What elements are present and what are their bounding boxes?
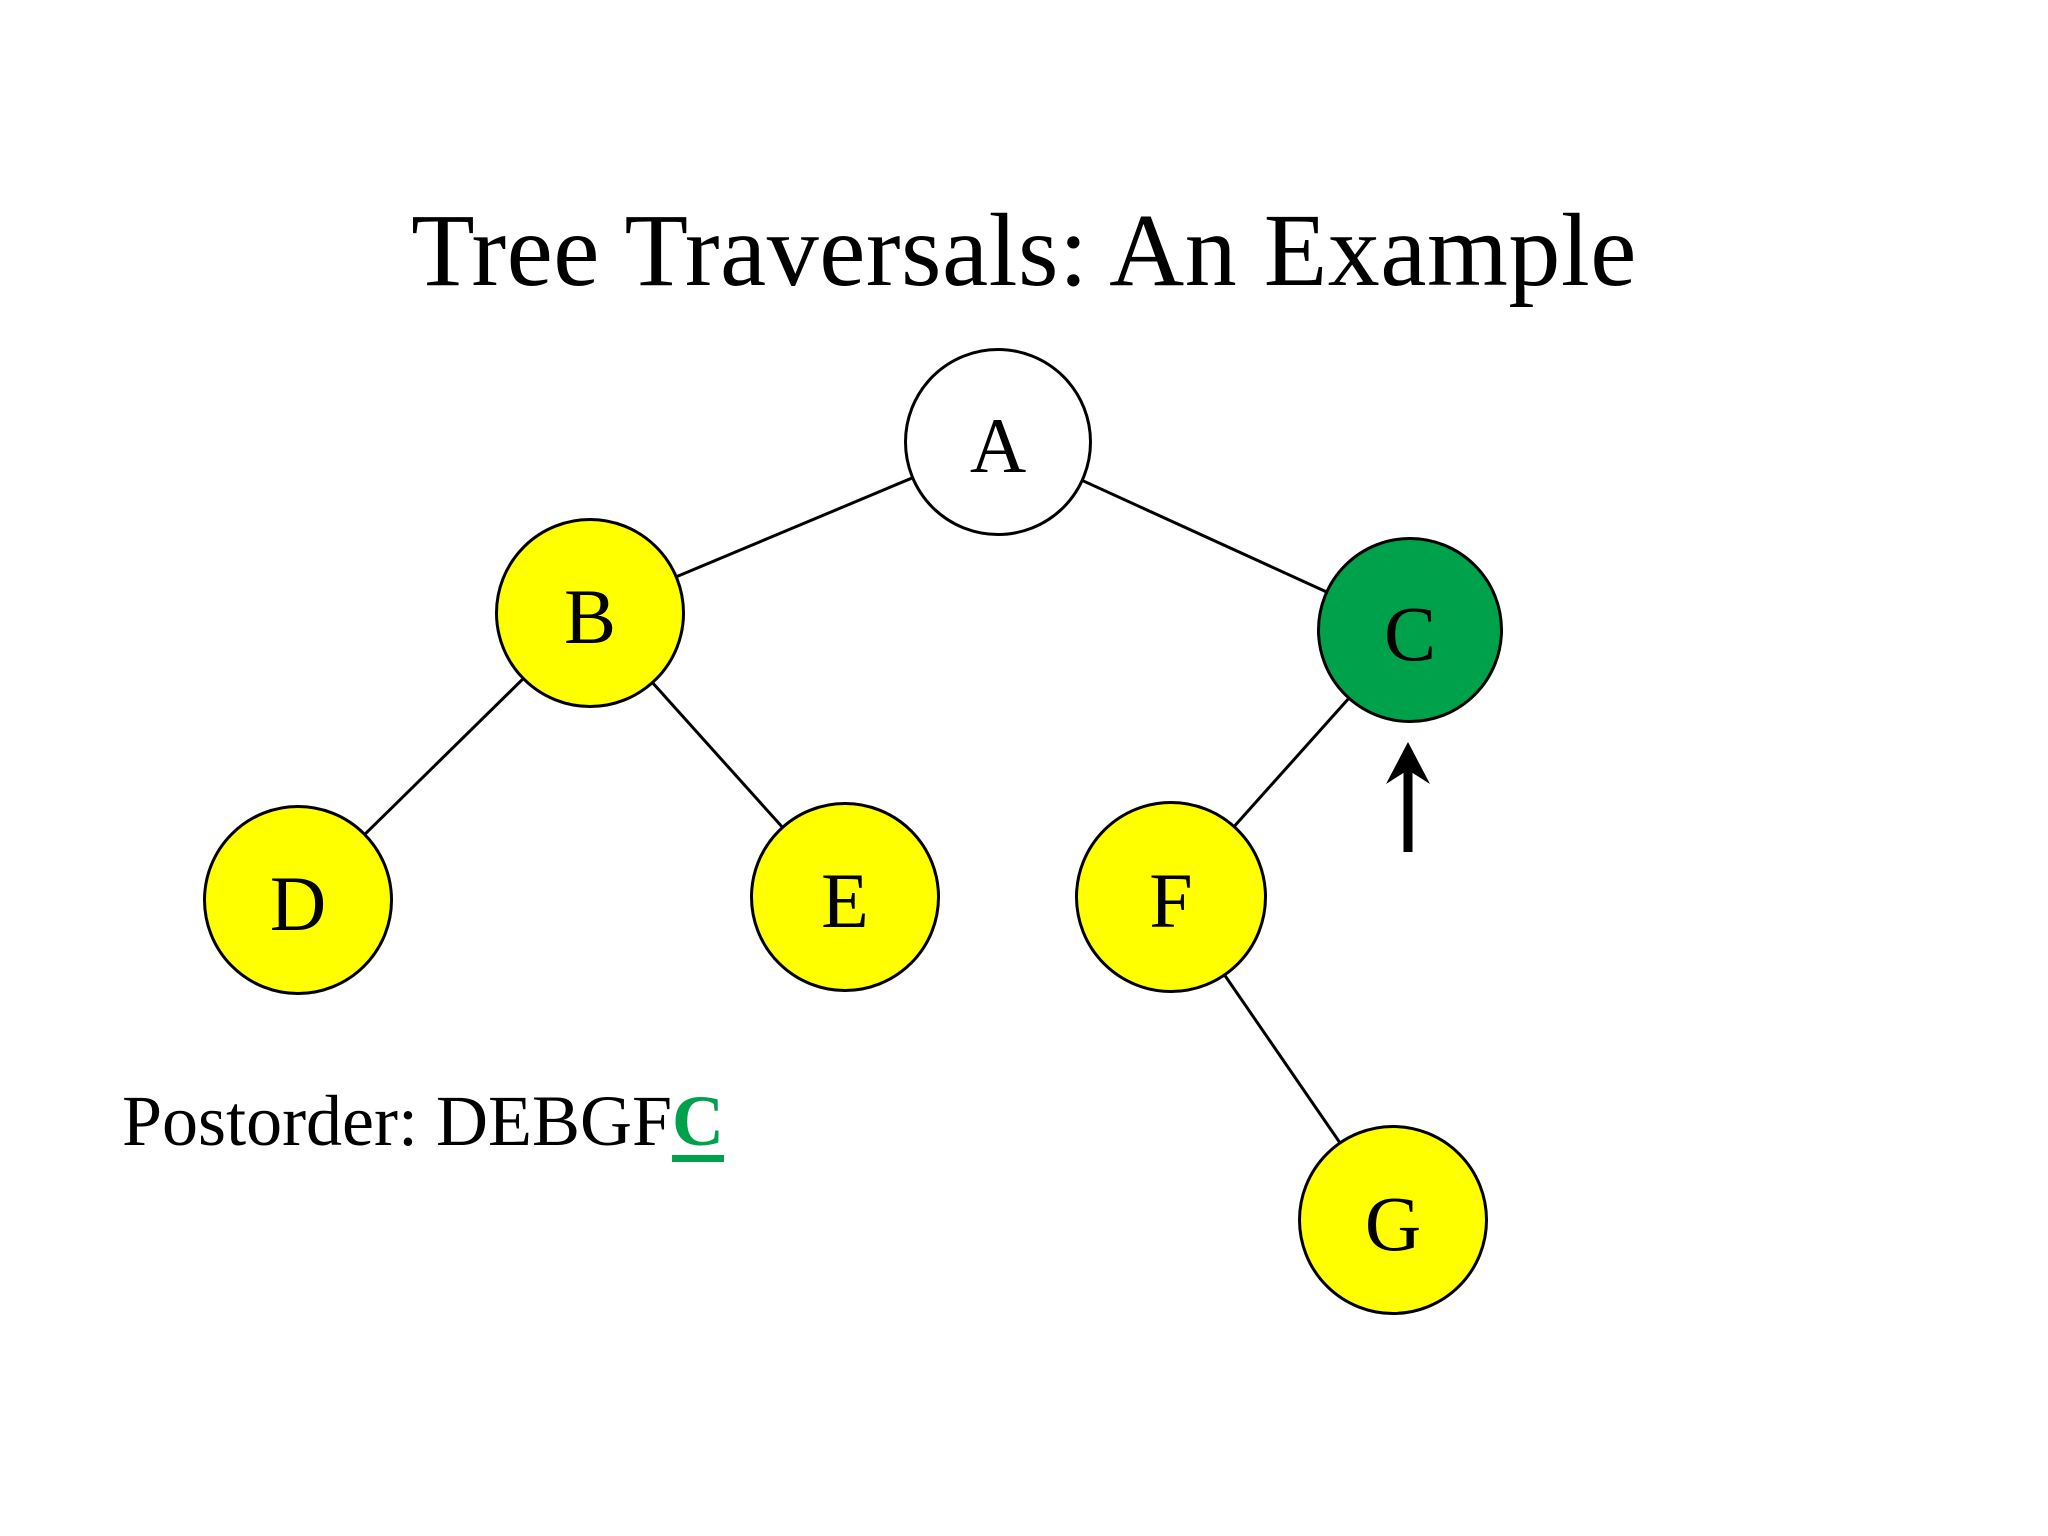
tree-edge-b-e <box>651 681 784 829</box>
traversal-label: Postorder: <box>122 1081 418 1161</box>
traversal-visited: DEBGF <box>435 1081 673 1161</box>
tree-node-label: D <box>269 860 327 947</box>
tree-node-label: G <box>1364 1180 1422 1267</box>
tree-node-label: A <box>969 402 1027 489</box>
tree-node-g[interactable]: G <box>1298 1125 1488 1315</box>
pointer-layer <box>1386 742 1430 852</box>
tree-edge-c-f <box>1232 696 1351 828</box>
tree-edge-f-g <box>1223 973 1342 1145</box>
tree-node-b[interactable]: B <box>495 518 685 708</box>
tree-node-c[interactable]: C <box>1317 537 1503 723</box>
tree-node-f[interactable]: F <box>1075 801 1267 993</box>
tree-node-e[interactable]: E <box>750 802 940 992</box>
tree-edge-a-c <box>1081 478 1328 594</box>
tree-node-d[interactable]: D <box>203 805 393 995</box>
up-arrow-icon <box>1386 742 1430 784</box>
tree-node-a[interactable]: A <box>904 348 1092 536</box>
tree-node-label: C <box>1383 590 1437 677</box>
tree-edge-b-d <box>363 677 525 836</box>
tree-node-label: B <box>563 573 617 660</box>
traversal-current-node: C <box>672 1081 725 1161</box>
traversal-result: Postorder: DEBGFC <box>122 1078 724 1164</box>
page-title: Tree Traversals: An Example <box>411 193 1637 308</box>
tree-edge-a-b <box>675 476 914 579</box>
tree-node-label: F <box>1149 857 1193 944</box>
edge-layer <box>363 476 1351 1145</box>
tree-node-label: E <box>821 857 869 944</box>
